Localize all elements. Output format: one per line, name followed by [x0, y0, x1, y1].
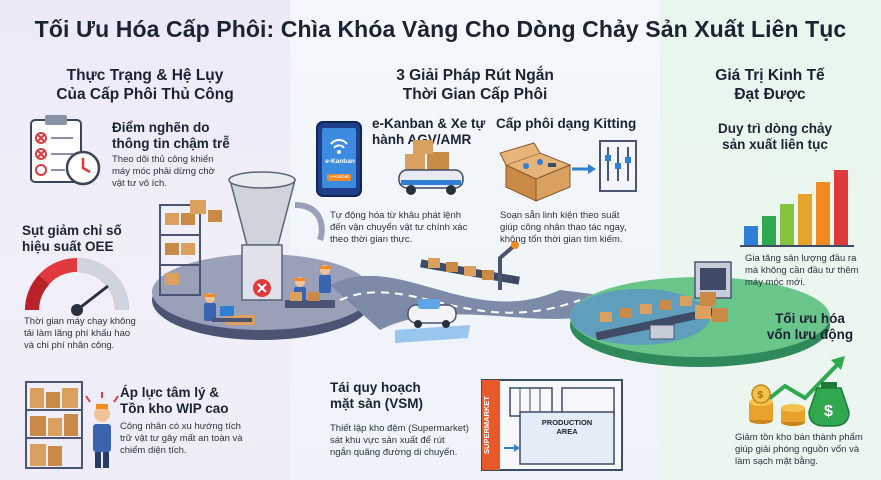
right-heading-line-1: Giá Trị Kinh Tế	[715, 67, 825, 84]
vsm-title: Tái quy hoạch mặt sàn (VSM)	[330, 380, 480, 412]
left-heading-line-1: Thực Trạng & Hệ Lụy	[66, 67, 224, 84]
wip-inventory-icon	[25, 381, 119, 469]
left-block3-text-line-3: chiếm diện tích.	[120, 445, 187, 456]
right-block2-text-line-1: Giảm tồn kho bán thành phẩm	[735, 432, 863, 443]
vsm-title-line-1: Tái quy hoạch	[330, 380, 421, 395]
ekanban-title-line-1: e-Kanban & Xe tự	[372, 116, 486, 131]
ekanban-text-line-1: Tự động hóa từ khâu phát lệnh	[330, 210, 462, 221]
left-block2-text-line-2: tải làm lãng phí khấu hao	[24, 328, 131, 339]
production-area-label-line-2: AREA	[556, 427, 578, 436]
right-block1-title-line-1: Duy trì dòng chảy	[717, 121, 832, 136]
kitting-title: Cấp phôi dạng Kitting	[496, 116, 637, 131]
right-block2-title-line-2: vốn lưu động	[766, 327, 854, 342]
ekanban-text-line-3: theo thời gian thực.	[330, 234, 413, 245]
oee-gauge-icon	[25, 258, 129, 316]
ekanban-title: e-Kanban & Xe tự hành AGV/AMR	[372, 116, 502, 148]
right-block1-title: Duy trì dòng chảy sản xuất liên tục	[690, 121, 860, 153]
right-block2-title: Tối ưu hóa vốn lưu động	[750, 311, 870, 343]
left-block3-text-line-2: trữ vật tư gây mất an toàn và	[120, 433, 243, 444]
left-block1-text: Theo dõi thủ công khiến máy móc phải dừn…	[112, 154, 252, 190]
floor-plan-icon	[481, 379, 623, 471]
left-block2-title: Sụt giảm chỉ số hiệu suất OEE	[22, 223, 182, 255]
kitting-text-line-1: Soạn sẵn linh kiện theo suất	[500, 210, 620, 221]
vsm-title-line-2: mặt sàn (VSM)	[330, 396, 424, 411]
kitting-text-line-3: không tốn thời gian tìm kiếm.	[500, 234, 623, 245]
left-block3-text: Công nhân có xu hướng tích trữ vật tư gâ…	[120, 421, 288, 457]
kitting-text: Soạn sẵn linh kiện theo suất giúp công n…	[500, 210, 660, 246]
left-block3-title-line-1: Áp lực tâm lý &	[120, 385, 220, 400]
worker-figure	[319, 265, 331, 293]
worker-figure	[204, 293, 216, 321]
right-block2-title-line-1: Tối ưu hóa	[775, 311, 845, 326]
left-block1-title-line-2: thông tin chậm trễ	[112, 136, 230, 151]
vsm-text-line-1: Thiết lập kho đệm (Supermarket)	[330, 423, 469, 434]
growth-bar-chart-icon	[740, 170, 854, 247]
money-coins-icon: $ $	[749, 356, 850, 427]
left-block3-title-line-2: Tồn kho WIP cao	[120, 401, 229, 416]
agv-cart-icon	[398, 140, 464, 195]
left-block1-text-line-1: Theo dõi thủ công khiến	[112, 154, 214, 165]
left-block2-title-line-2: hiệu suất OEE	[22, 239, 114, 254]
tablet-sub-label: e-Kanban	[330, 174, 350, 179]
vsm-text-line-3: ngắn quãng đường di chuyển.	[330, 447, 458, 458]
left-block3-text-line-1: Công nhân có xu hướng tích	[120, 421, 241, 432]
svg-text:$: $	[758, 390, 764, 401]
agv-vehicle	[407, 299, 457, 328]
left-heading-line-2: Của Cấp Phôi Thủ Công	[56, 86, 234, 103]
left-block2-text: Thời gian máy chạy không tải làm lãng ph…	[24, 316, 164, 352]
right-block1-text-line-3: máy móc mới.	[745, 277, 806, 288]
supermarket-label: SUPERMARKET	[482, 396, 491, 454]
right-block2-text: Giảm tồn kho bán thành phẩm giúp giải ph…	[735, 432, 880, 468]
tablet-label: e-Kanban	[325, 158, 355, 165]
kitting-text-line-2: giúp công nhân thao tác ngay,	[500, 222, 627, 233]
right-block2-text-line-3: làm sạch mặt bằng.	[735, 456, 818, 467]
tablet-icon	[316, 121, 362, 197]
left-block1-text-line-2: máy móc phải dừng chờ	[112, 166, 215, 177]
ekanban-text: Tự động hóa từ khâu phát lệnh đến vận ch…	[330, 210, 500, 246]
left-block1-text-line-3: vật tư vô ích.	[112, 178, 167, 189]
left-block2-text-line-1: Thời gian máy chạy không	[24, 316, 136, 327]
right-heading: Giá Trị Kinh Tế Đạt Được	[665, 66, 875, 104]
right-block1-title-line-2: sản xuất liên tục	[722, 137, 828, 152]
right-heading-line-2: Đạt Được	[734, 86, 806, 103]
vsm-text: Thiết lập kho đệm (Supermarket) sát khu …	[330, 423, 490, 459]
svg-text:$: $	[824, 403, 833, 420]
production-area-label: PRODUCTION AREA	[522, 418, 612, 436]
ekanban-text-line-2: đến vận chuyển vật tư chính xác	[330, 222, 468, 233]
middle-heading: 3 Giải Pháp Rút Ngắn Thời Gian Cấp Phôi	[300, 66, 650, 104]
right-block1-text-line-1: Gia tăng sản lượng đầu ra	[745, 253, 857, 264]
left-block1-title-line-1: Điểm nghẽn do	[112, 120, 210, 135]
left-block1-title: Điểm nghẽn do thông tin chậm trễ	[112, 120, 272, 152]
right-block1-text: Gia tăng sản lượng đầu ra mà không cần đ…	[745, 253, 880, 289]
left-block2-text-line-3: và chi phí nhân công.	[24, 340, 115, 351]
clipboard-clock-icon	[30, 115, 101, 186]
kitting-box-icon	[499, 140, 637, 202]
ekanban-title-line-2: hành AGV/AMR	[372, 132, 472, 147]
vsm-text-line-2: sát khu vực sản xuất để rút	[330, 435, 445, 446]
right-block1-text-line-2: mà không cần đầu tư thêm	[745, 265, 859, 276]
middle-heading-line-2: Thời Gian Cấp Phôi	[402, 86, 548, 103]
main-title: Tối Ưu Hóa Cấp Phôi: Chìa Khóa Vàng Cho …	[34, 16, 847, 42]
left-block3-title: Áp lực tâm lý & Tồn kho WIP cao	[120, 385, 280, 417]
left-heading: Thực Trạng & Hệ Lụy Của Cấp Phôi Thủ Côn…	[10, 66, 280, 104]
left-block2-title-line-1: Sụt giảm chỉ số	[22, 223, 122, 238]
middle-heading-line-1: 3 Giải Pháp Rút Ngắn	[396, 67, 554, 84]
production-area-label-line-1: PRODUCTION	[541, 418, 593, 427]
right-block2-text-line-2: giúp giải phóng nguồn vốn và	[735, 444, 860, 455]
